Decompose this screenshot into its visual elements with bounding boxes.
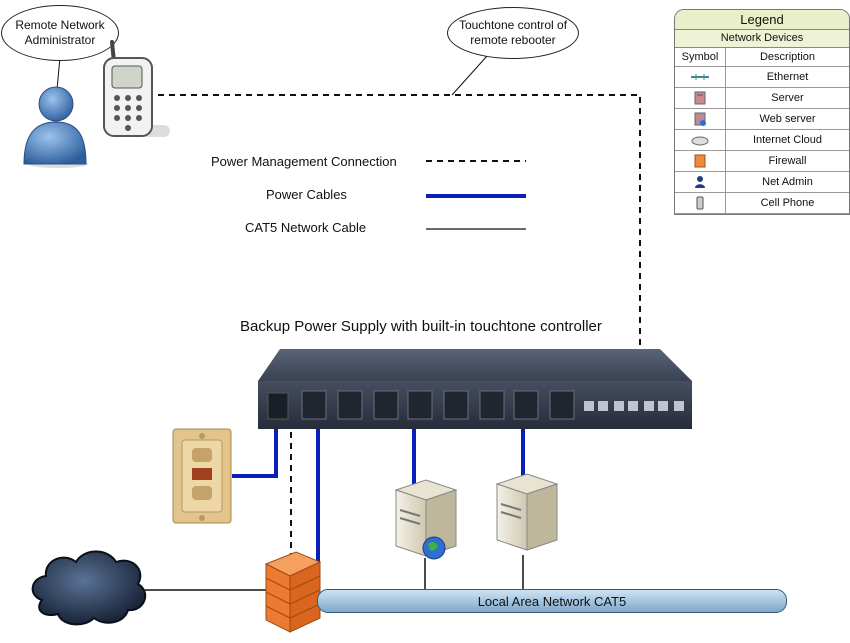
internet-cloud-icon: [691, 136, 709, 146]
legend-label: Firewall: [725, 150, 849, 172]
net-admin-icon: [695, 176, 705, 188]
wall-outlet-icon: [172, 428, 232, 524]
touchtone-callout-text: Touchtone control of remote rebooter: [458, 18, 568, 47]
admin-callout-pointer: [56, 56, 61, 91]
legend-row: Internet Cloud: [675, 129, 849, 151]
server-icon: [694, 91, 706, 105]
lan-label: Local Area Network CAT5: [477, 593, 627, 609]
cell-phone-legend-icon: [696, 196, 704, 210]
admin-callout-text: Remote Network Administrator: [15, 18, 105, 47]
power-management-key-swatch: [426, 160, 526, 162]
backup-power-supply-device: [258, 349, 692, 429]
legend-row: Cell Phone: [675, 192, 849, 214]
touchtone-callout: Touchtone control of remote rebooter: [447, 7, 579, 59]
legend-label: Web server: [725, 108, 849, 130]
admin-callout: Remote Network Administrator: [1, 5, 119, 61]
legend-label: Server: [725, 87, 849, 109]
lan-cable: Local Area Network CAT5: [317, 589, 787, 613]
power-cable-outlet: [232, 428, 278, 478]
power-cables-key-label: Power Cables: [266, 187, 347, 202]
legend-row: Firewall: [675, 150, 849, 172]
legend-title: Legend: [675, 10, 849, 30]
legend-table: Symbol Description Ethernet Server Web s…: [675, 48, 849, 214]
legend-header-row: Symbol Description: [675, 48, 849, 67]
legend-row: Web server: [675, 108, 849, 130]
web-server-icon: [694, 112, 706, 126]
legend-col-symbol: Symbol: [675, 48, 726, 67]
net-admin-person-icon: [23, 86, 88, 168]
legend-panel: Legend Network Devices Symbol Descriptio…: [674, 9, 850, 215]
cat5-key-swatch: [426, 228, 526, 230]
legend-label: Internet Cloud: [725, 129, 849, 151]
legend-subtitle: Network Devices: [675, 30, 849, 48]
legend-label: Ethernet: [725, 66, 849, 88]
device-title: Backup Power Supply with built-in toucht…: [240, 318, 602, 335]
server-icon-main: [495, 473, 559, 551]
web-server-icon-main: [394, 479, 458, 560]
legend-col-description: Description: [725, 48, 849, 67]
power-cables-key-swatch: [426, 194, 526, 198]
ethernet-icon: [691, 74, 709, 81]
legend-label: Cell Phone: [725, 192, 849, 214]
legend-label: Net Admin: [725, 171, 849, 193]
legend-row: Server: [675, 87, 849, 109]
firewall-icon-main: [264, 551, 322, 633]
cell-phone-icon: [103, 40, 170, 137]
touchtone-callout-pointer: [451, 55, 488, 96]
cat5-key-label: CAT5 Network Cable: [245, 220, 367, 235]
firewall-icon: [694, 154, 706, 168]
legend-row: Ethernet: [675, 66, 849, 88]
internet-cloud-icon-main: [31, 550, 147, 626]
legend-row: Net Admin: [675, 171, 849, 193]
power-management-key-label: Power Management Connection: [211, 154, 397, 169]
